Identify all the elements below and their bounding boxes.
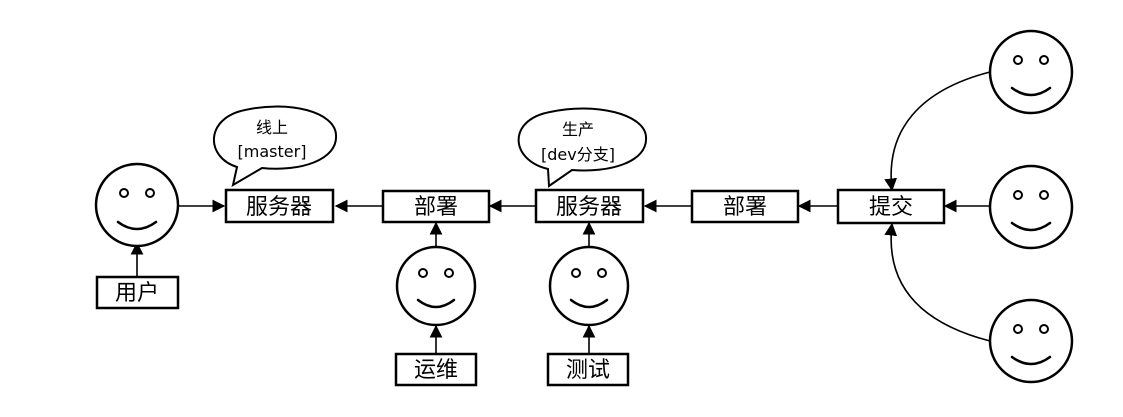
server-online-box: 服务器 (224, 188, 335, 224)
ops-label: 运维 (414, 358, 458, 383)
server-prod-box: 服务器 (534, 188, 645, 224)
user-label: 用户 (115, 281, 159, 306)
test-box: 测试 (546, 352, 630, 387)
bubble-prod-line2: [dev分支] (541, 145, 615, 164)
bubble-online-line2: [master] (238, 142, 307, 161)
commit-box: 提交 (836, 188, 946, 225)
bubble-online: 线上 [master] (212, 105, 338, 188)
arrow-dev-top-to-commit (884, 71, 991, 192)
developer-top-smiley-icon (988, 29, 1074, 115)
test-smiley-icon (548, 245, 630, 327)
developer-bottom-smiley-icon (988, 298, 1074, 384)
deploy-left-box: 部署 (381, 189, 491, 224)
arrow-dev-bottom-to-commit (884, 222, 991, 342)
commit-label: 提交 (869, 195, 913, 220)
deploy-left-label: 部署 (414, 195, 458, 220)
bubble-prod-line1: 生产 (562, 120, 594, 139)
ops-box: 运维 (394, 352, 478, 387)
ops-smiley-icon (395, 245, 477, 327)
bubble-online-line1: 线上 (256, 118, 288, 137)
server-online-label: 服务器 (246, 195, 312, 220)
developer-middle-smiley-icon (988, 164, 1074, 250)
server-prod-label: 服务器 (556, 195, 622, 220)
deploy-right-box: 部署 (690, 189, 800, 224)
test-label: 测试 (566, 358, 610, 383)
user-box: 用户 (95, 275, 180, 310)
deploy-right-label: 部署 (723, 195, 767, 220)
bubble-prod: 生产 [dev分支] (517, 107, 648, 188)
user-smiley-icon (94, 162, 180, 248)
